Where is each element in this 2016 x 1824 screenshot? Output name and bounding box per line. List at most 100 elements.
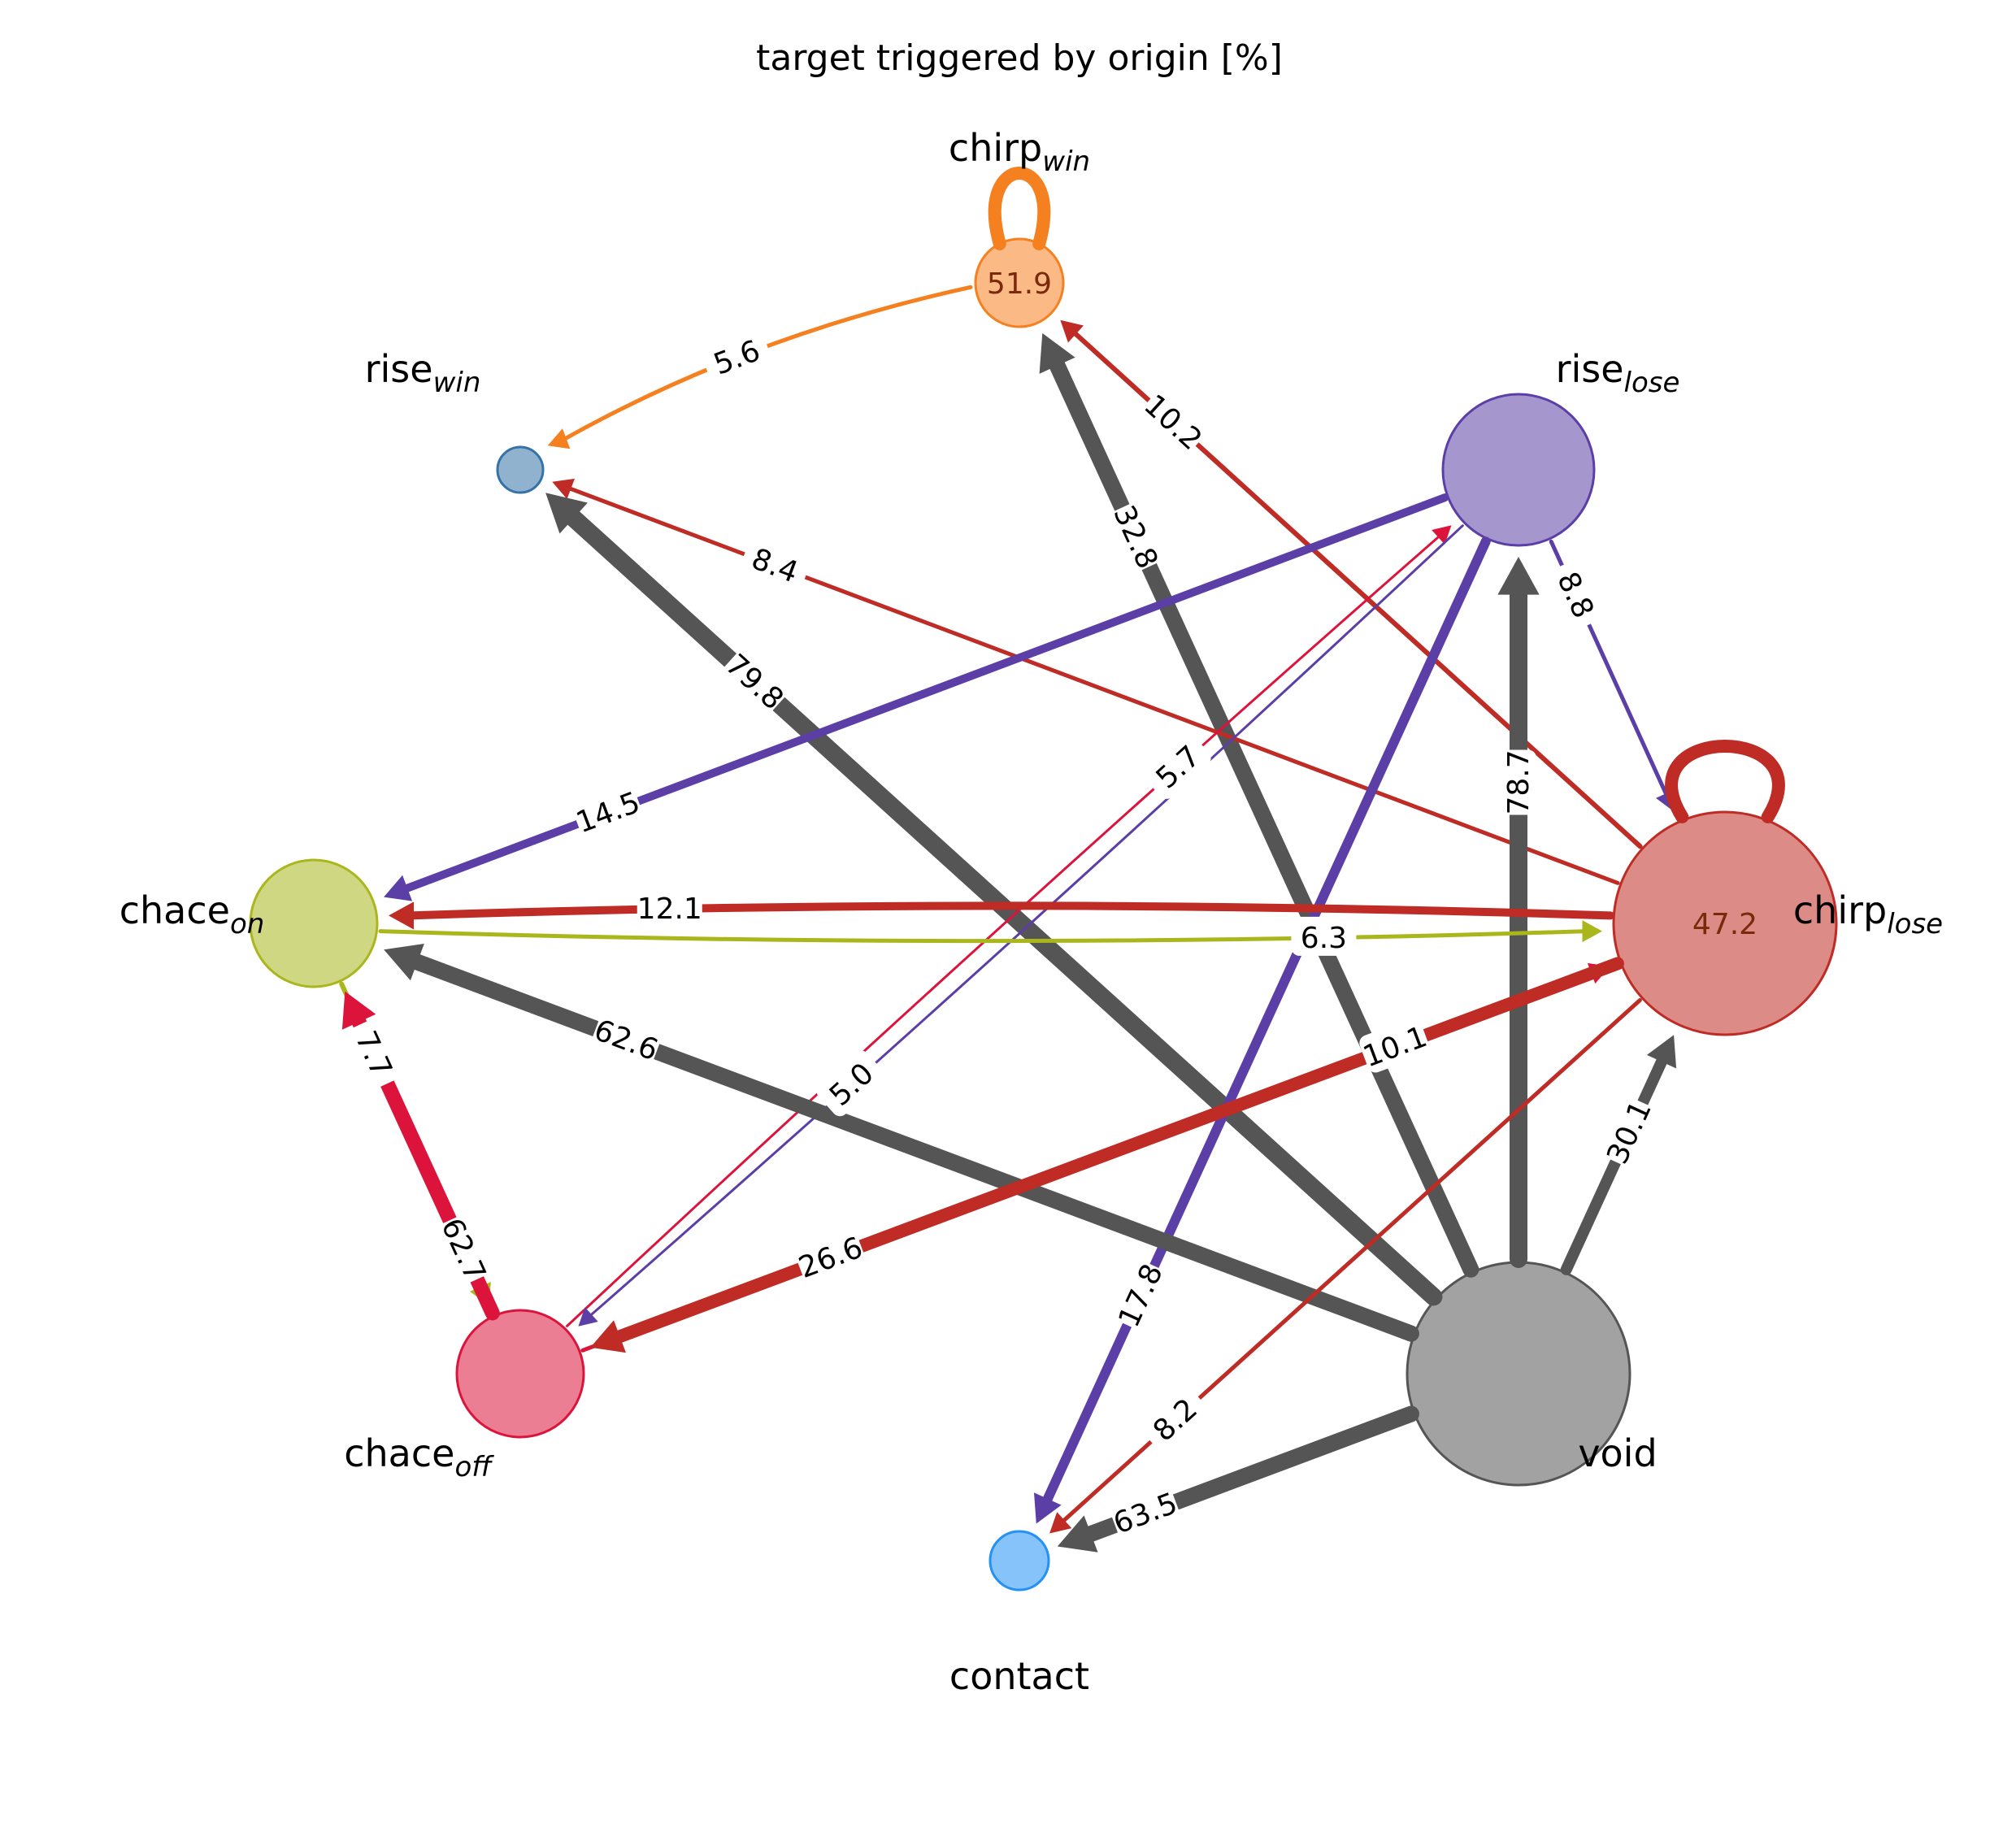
edge-label-bg — [436, 1214, 494, 1284]
edge-label-bg — [740, 536, 810, 592]
arrow-head — [1582, 920, 1602, 943]
arrow-head — [1039, 332, 1075, 374]
edge-label-group: 78.7 — [1497, 749, 1536, 815]
self-loop — [1665, 740, 1785, 823]
edge-chirp_lose-to-chace_on — [389, 901, 1614, 930]
arrow-head — [384, 943, 424, 981]
edge-label-bg — [1143, 732, 1211, 799]
edge-label-bg — [591, 1011, 662, 1066]
edge-label-bg — [1359, 1018, 1430, 1073]
node-label: riselose — [1556, 347, 1680, 399]
edge-label-group: 12.1 — [637, 888, 702, 927]
arrow-head — [590, 1320, 626, 1353]
edge-line — [607, 957, 1624, 1345]
edge-label-group: 62.6 — [589, 1011, 663, 1067]
edge-line — [587, 524, 1464, 1318]
edge-label-bg — [795, 1228, 866, 1283]
edge-label-group: 5.7 — [1143, 732, 1211, 799]
arrow-head — [1646, 1035, 1677, 1069]
edge-label-group: 30.1 — [1599, 1096, 1658, 1169]
node-label: contact — [949, 1654, 1089, 1698]
edge-void-to-chace_on — [384, 943, 1419, 1342]
edge-rise_lose-to-chace_off — [578, 524, 1464, 1327]
node-label-base: chirp — [1793, 888, 1887, 932]
edge-void-to-rise_win — [545, 493, 1443, 1306]
edge-void-to-chirp_win — [1039, 332, 1479, 1278]
arrow-head — [384, 875, 413, 901]
node-circle — [249, 858, 379, 988]
self-loop-value: 51.9 — [987, 267, 1052, 301]
edge-label-group: 26.6 — [794, 1228, 867, 1285]
node-chirp_win: 51.9 chirpwin — [949, 126, 1090, 328]
node-label-base: rise — [365, 347, 433, 391]
edge-line — [402, 951, 1419, 1342]
node-label: void — [1578, 1431, 1657, 1475]
edge-void-to-rise_lose — [1497, 557, 1540, 1268]
edge-label-group: 10.1 — [1359, 1018, 1432, 1074]
edge-label-bg — [1599, 1097, 1657, 1167]
node-chace_off: chaceoff — [344, 1309, 585, 1483]
edge-label-bg — [572, 784, 643, 839]
edge-label-bg — [1140, 1385, 1208, 1452]
edge-label-group: 8.8 — [1548, 559, 1606, 630]
self-loop-value: 47.2 — [1692, 908, 1757, 941]
edge-label-group: 8.4 — [740, 536, 810, 592]
node-circle — [974, 237, 1065, 328]
edge-label-bg — [1110, 1259, 1168, 1331]
edge-label-group: 32.8 — [1106, 501, 1167, 574]
edge-line — [398, 493, 1449, 894]
edge-line — [1040, 536, 1491, 1509]
arrow-head — [389, 901, 414, 930]
edge-label-bg — [721, 648, 790, 714]
node-circle — [1612, 810, 1838, 1036]
edge-label-bg — [816, 1050, 884, 1117]
edge-label-bg — [346, 1018, 404, 1088]
node-label-base: chace — [119, 888, 230, 932]
edge-line — [404, 901, 1614, 920]
edge-chirp_lose-to-chace_off — [590, 957, 1624, 1353]
edge-rise_lose-to-contact — [1033, 536, 1491, 1524]
node-label-base: contact — [949, 1654, 1089, 1698]
edge-line — [565, 485, 1620, 885]
arrow-head — [1049, 1512, 1072, 1534]
node-label-base: void — [1578, 1431, 1657, 1475]
edge-line — [1560, 1050, 1670, 1275]
edge-label-bg — [637, 888, 702, 927]
node-label: chaceon — [119, 888, 265, 940]
edge-label-group: 6.3 — [1291, 916, 1357, 956]
node-label: chirpwin — [949, 126, 1090, 178]
edge-line — [378, 929, 1588, 944]
node-rise_lose: riselose — [1441, 347, 1680, 547]
node-contact: contact — [949, 1530, 1089, 1698]
node-label-sub: win — [433, 367, 481, 399]
node-label-sub: on — [230, 908, 264, 940]
node-rise_win: risewin — [365, 347, 545, 494]
self-loop — [988, 167, 1051, 250]
edge-chirp_lose-to-contact — [1049, 998, 1642, 1534]
edge-label-group: 62.7 — [434, 1214, 494, 1287]
node-circle — [455, 1309, 585, 1439]
labels-layer: 5.610.232.88.479.814.55.75.078.78.817.81… — [346, 328, 1658, 1541]
arrow-head — [1432, 525, 1452, 545]
edge-line — [1045, 350, 1479, 1278]
arrow-head — [545, 493, 588, 534]
edge-chace_off-to-rise_lose — [566, 525, 1452, 1327]
node-void: void — [1406, 1261, 1658, 1487]
node-label: chaceoff — [344, 1431, 494, 1483]
edge-line — [566, 533, 1442, 1327]
edge-label-bg — [1548, 559, 1606, 630]
edge-rise_lose-to-chace_on — [384, 493, 1449, 901]
edge-label-group: 63.5 — [1109, 1484, 1182, 1541]
edge-label-bg — [1140, 388, 1208, 454]
arrow-head — [552, 478, 575, 500]
edge-void-to-contact — [1057, 1405, 1419, 1553]
node-circle — [496, 445, 545, 494]
edge-label-group: 17.8 — [1110, 1259, 1170, 1332]
edge-label: 12.1 — [637, 892, 702, 926]
node-label-sub: off — [454, 1451, 494, 1483]
node-chace_on: chaceon — [119, 858, 379, 988]
arrow-head — [1497, 557, 1540, 595]
arrow-head — [1060, 319, 1084, 343]
